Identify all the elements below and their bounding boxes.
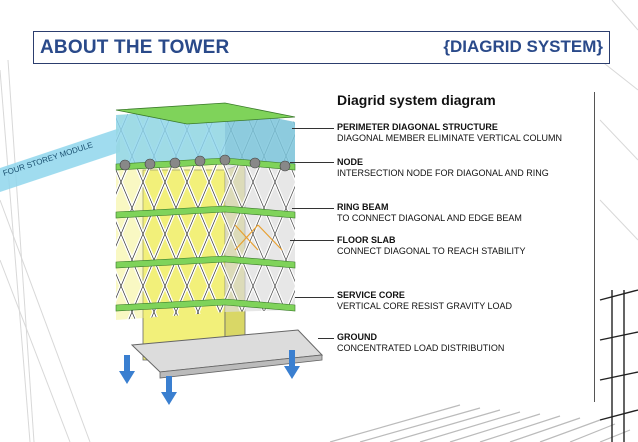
load-arrows xyxy=(119,350,300,405)
callout-description: TO CONNECT DIAGONAL AND EDGE BEAM xyxy=(337,213,522,223)
leader-perimeter xyxy=(292,128,334,129)
callout-label: GROUND xyxy=(337,332,377,342)
callout-node: NODE INTERSECTION NODE FOR DIAGONAL AND … xyxy=(337,157,549,179)
callout-description: INTERSECTION NODE FOR DIAGONAL AND RING xyxy=(337,168,549,178)
callout-label: SERVICE CORE xyxy=(337,290,405,300)
floor-slab-highlight xyxy=(234,224,283,251)
leader-ring-beam xyxy=(292,208,334,209)
callout-floor-slab: FLOOR SLAB CONNECT DIAGONAL TO REACH STA… xyxy=(337,235,526,257)
callout-description: CONNECT DIAGONAL TO REACH STABILITY xyxy=(337,246,526,256)
header-box: ABOUT THE TOWER {DIAGRID SYSTEM} xyxy=(33,31,610,64)
leader-node xyxy=(290,162,334,163)
leader-ground xyxy=(318,338,334,339)
load-arrow-center xyxy=(161,376,177,405)
perimeter-diagonal-top xyxy=(115,102,296,168)
nodes xyxy=(119,154,291,172)
callout-perimeter-diagonal: PERIMETER DIAGONAL STRUCTURE DIAGONAL ME… xyxy=(337,122,562,144)
callout-ground: GROUND CONCENTRATED LOAD DISTRIBUTION xyxy=(337,332,504,354)
panel-edge xyxy=(594,92,595,402)
four-storey-module-band: FOUR STOREY MODULE xyxy=(0,128,120,192)
page-subtitle: {DIAGRID SYSTEM} xyxy=(443,37,603,56)
callout-description: DIAGONAL MEMBER ELIMINATE VERTICAL COLUM… xyxy=(337,133,563,143)
callout-label: RING BEAM xyxy=(337,202,389,212)
callout-ring-beam: RING BEAM TO CONNECT DIAGONAL AND EDGE B… xyxy=(337,202,522,224)
page-title: ABOUT THE TOWER xyxy=(40,37,230,58)
callout-service-core: SERVICE CORE VERTICAL CORE RESIST GRAVIT… xyxy=(337,290,512,312)
load-arrow-right xyxy=(284,350,300,379)
leader-floor-slab xyxy=(290,240,334,241)
load-arrow-left xyxy=(119,355,135,384)
leader-service-core xyxy=(295,297,334,298)
callout-label: NODE xyxy=(337,157,364,167)
ground-slab xyxy=(130,329,324,379)
callout-label: FLOOR SLAB xyxy=(337,235,396,245)
callout-description: CONCENTRATED LOAD DISTRIBUTION xyxy=(337,343,505,353)
diagram-title: Diagrid system diagram xyxy=(337,92,496,108)
callout-label: PERIMETER DIAGONAL STRUCTURE xyxy=(337,122,498,132)
callout-description: VERTICAL CORE RESIST GRAVITY LOAD xyxy=(337,301,513,311)
